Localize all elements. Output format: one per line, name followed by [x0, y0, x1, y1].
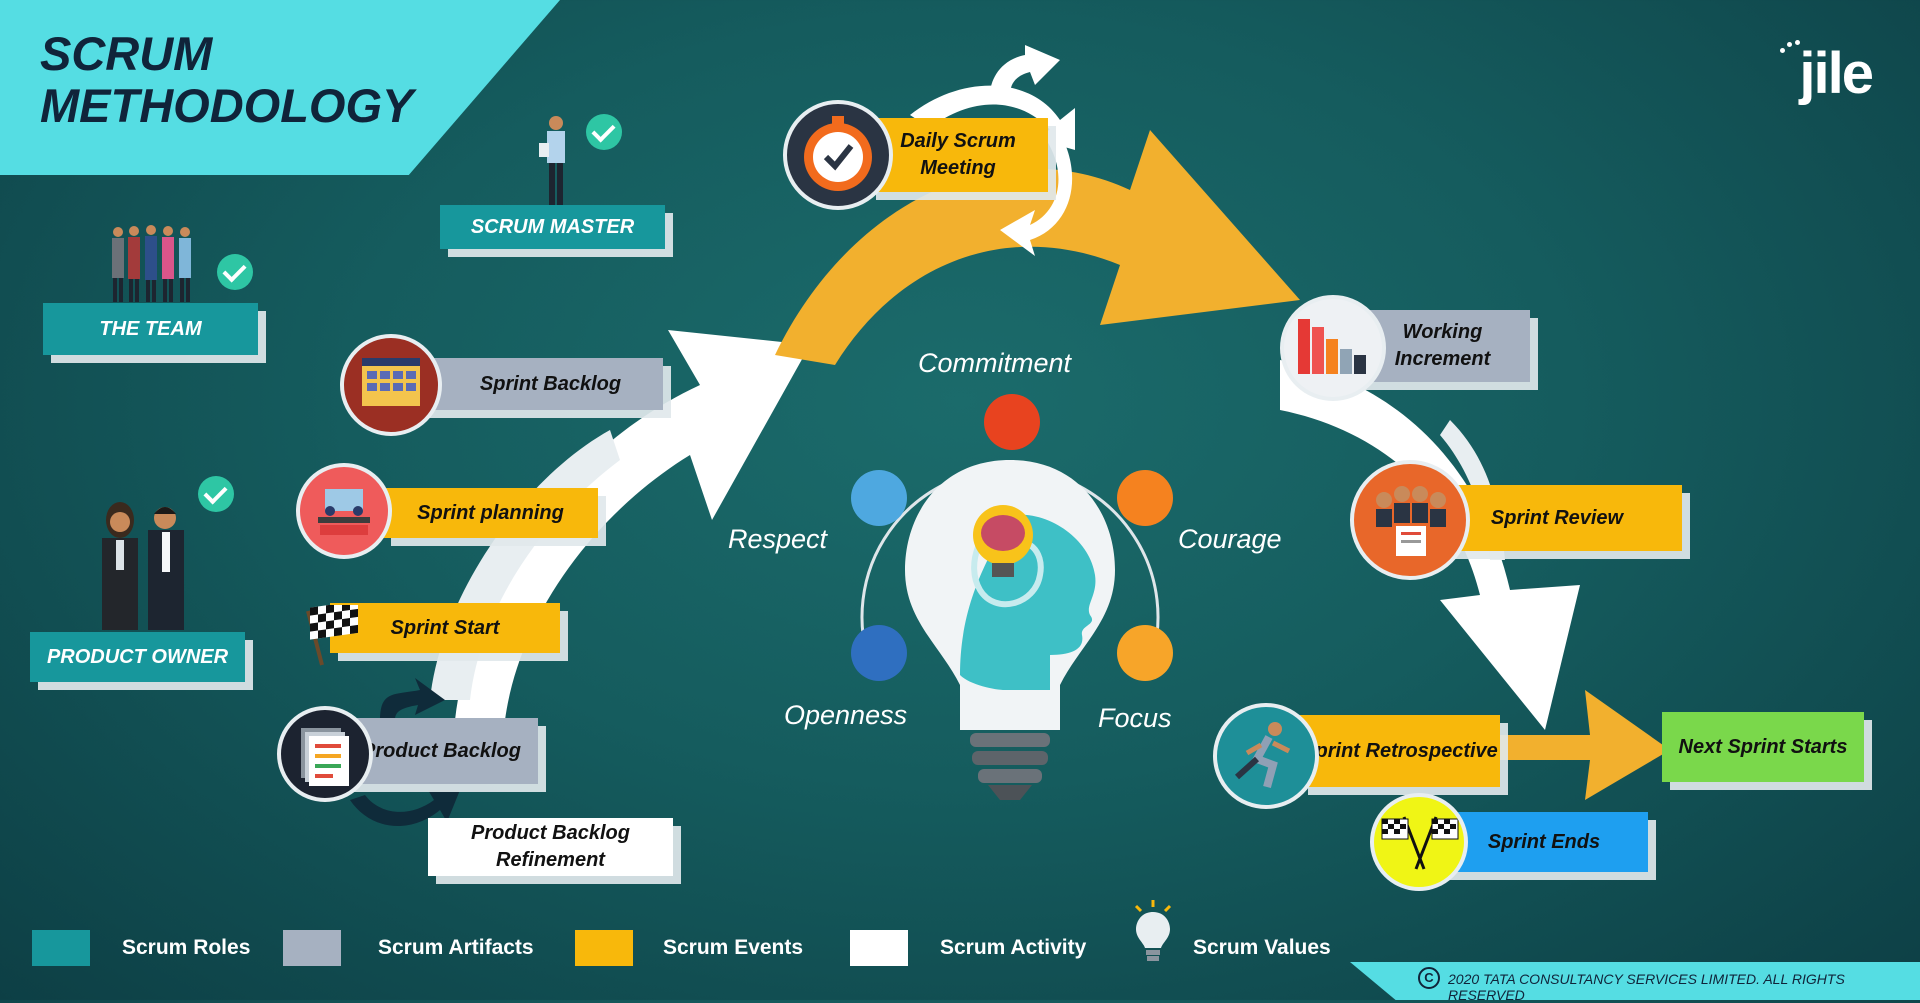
lightbulb-head-icon [905, 460, 1115, 800]
step-product-backlog: Product Backlog [345, 718, 538, 784]
legend-artifacts: Scrum Artifacts [378, 936, 534, 959]
checkered-flag-icon [300, 600, 370, 667]
legend-events: Scrum Events [663, 936, 804, 959]
value-focus: Focus [1098, 703, 1172, 733]
scrum-master-person-icon [535, 115, 577, 210]
sprint-planning-icon [296, 463, 392, 559]
value-openness: Openness [784, 700, 908, 730]
value-dot-focus [1117, 625, 1173, 681]
value-respect: Respect [728, 524, 828, 554]
step-sprint-backlog: Sprint Backlog [418, 358, 663, 410]
value-dot-openness [851, 625, 907, 681]
backlog-loop-arrow-bottom [350, 790, 460, 827]
page-title: SCRUM METHODOLOGY [40, 28, 413, 132]
daily-cycle-arrow-top [910, 85, 1075, 150]
legend-swatch-artifacts [283, 930, 341, 966]
value-dot-commitment [984, 394, 1040, 450]
legend-values: Scrum Values [1193, 936, 1331, 959]
product-owner-check-icon [198, 476, 234, 512]
legend-swatch-roles [32, 930, 90, 966]
working-increment-chart-icon [1280, 295, 1386, 401]
product-owner-people-icon [90, 500, 200, 630]
step-daily-scrum-meeting: Daily Scrum Meeting [868, 118, 1048, 192]
product-backlog-icon [277, 706, 373, 802]
white-activity-arrow-left [455, 330, 810, 720]
title-line-2: METHODOLOGY [40, 79, 414, 132]
daily-cycle-arrow-return [990, 45, 1060, 95]
role-product-owner: PRODUCT OWNER [30, 632, 245, 682]
copyright-icon: C [1418, 967, 1440, 989]
value-dot-respect [851, 470, 907, 526]
legend-swatch-activity [850, 930, 908, 966]
sprint-backlog-icon [340, 334, 442, 436]
step-sprint-planning: Sprint planning [383, 488, 598, 538]
sprint-ends-flags-icon [1370, 793, 1468, 891]
value-courage: Courage [1178, 524, 1282, 554]
team-people-icon [108, 222, 200, 304]
role-scrum-master: SCRUM MASTER [440, 205, 665, 249]
step-sprint-start: Sprint Start [330, 603, 560, 653]
daily-cycle-arrow-right [1000, 125, 1073, 256]
scrum-master-check-icon [586, 114, 622, 150]
value-dot-courage [1117, 470, 1173, 526]
team-check-icon [217, 254, 253, 290]
jile-logo: jile [1799, 41, 1874, 106]
legend-roles: Scrum Roles [122, 936, 251, 959]
step-sprint-ends: Sprint Ends [1440, 812, 1648, 872]
yellow-next-sprint-arrow [1500, 690, 1670, 800]
daily-scrum-clock-icon [783, 100, 893, 210]
step-next-sprint-starts: Next Sprint Starts [1662, 712, 1864, 782]
step-sprint-review: Sprint Review [1432, 485, 1682, 551]
value-commitment: Commitment [918, 348, 1072, 378]
yellow-events-arc [775, 130, 1300, 365]
legend-swatch-events [575, 930, 633, 966]
white-activity-arrow-right [1280, 360, 1580, 730]
sprint-retrospective-runner-icon [1213, 703, 1319, 809]
logo-dots-icon [1780, 40, 1802, 56]
sprint-review-team-icon [1350, 460, 1470, 580]
backlog-loop-arrow-top [380, 678, 445, 720]
legend-activity: Scrum Activity [940, 936, 1087, 959]
copyright-band [1350, 962, 1920, 1000]
role-team: THE TEAM [43, 303, 258, 355]
step-sprint-retrospective: Sprint Retrospective [1300, 715, 1500, 787]
legend-lightbulb-icon [1128, 898, 1178, 970]
copyright-text: 2020 TATA CONSULTANCY SERVICES LIMITED. … [1448, 971, 1845, 1003]
title-line-1: SCRUM [40, 27, 213, 80]
step-product-backlog-refinement: Product Backlog Refinement [428, 818, 673, 876]
